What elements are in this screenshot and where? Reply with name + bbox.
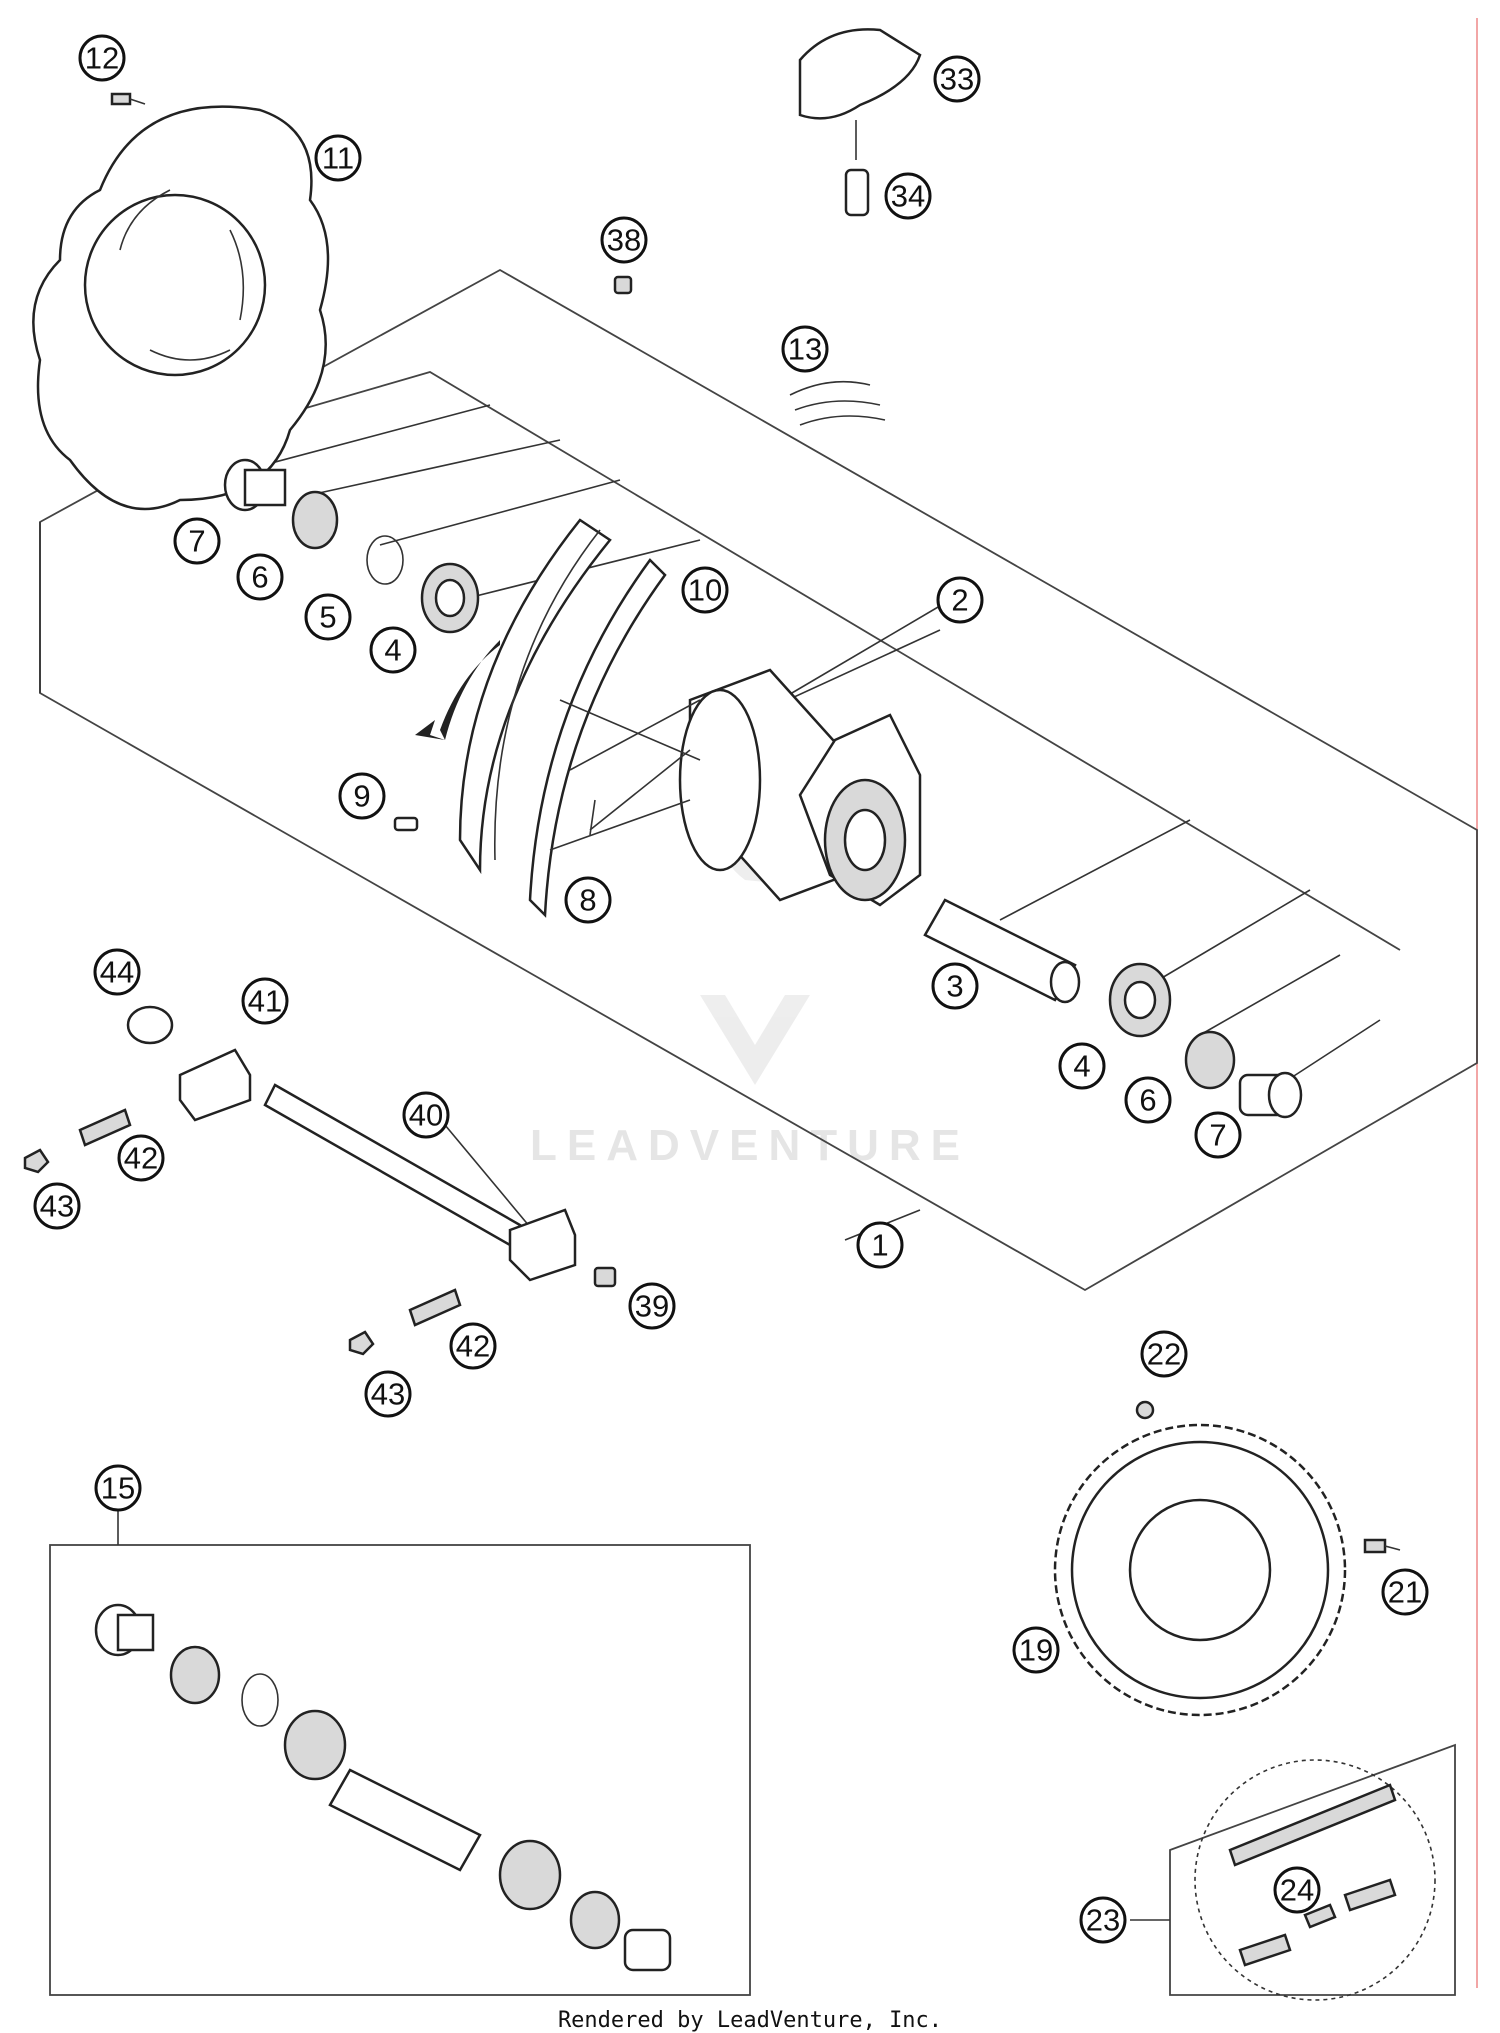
callout-6-right: 6 <box>1124 1076 1172 1124</box>
svg-text:40: 40 <box>409 1098 443 1133</box>
svg-text:13: 13 <box>788 332 822 367</box>
svg-text:6: 6 <box>251 560 268 595</box>
callout-23: 23 <box>1079 1896 1127 1944</box>
callout-34: 34 <box>884 172 932 220</box>
svg-text:42: 42 <box>124 1141 158 1176</box>
sprocket-bolt-drawing <box>1363 1538 1401 1554</box>
left-spacer-drawing <box>223 458 287 512</box>
callout-11: 11 <box>314 134 362 182</box>
hub-drawing <box>549 668 922 907</box>
svg-text:10: 10 <box>688 573 722 608</box>
svg-text:39: 39 <box>635 1289 669 1324</box>
svg-text:33: 33 <box>940 62 974 97</box>
svg-text:41: 41 <box>248 984 282 1019</box>
svg-text:15: 15 <box>101 1471 135 1506</box>
callout-21: 21 <box>1381 1568 1429 1616</box>
adjuster-bolt-drawing <box>78 1108 462 1327</box>
callout-5: 5 <box>304 593 352 641</box>
callout-39: 39 <box>628 1282 676 1330</box>
callout-33: 33 <box>933 55 981 103</box>
svg-text:12: 12 <box>85 41 119 76</box>
callout-3: 3 <box>931 962 979 1010</box>
svg-text:7: 7 <box>1209 1118 1226 1153</box>
svg-text:21: 21 <box>1388 1575 1422 1610</box>
callout-7-right: 7 <box>1194 1111 1242 1159</box>
svg-text:34: 34 <box>891 179 925 214</box>
svg-text:9: 9 <box>353 779 370 814</box>
svg-text:43: 43 <box>371 1377 405 1412</box>
callout-38: 38 <box>600 216 648 264</box>
callout-2: 2 <box>936 576 984 624</box>
left-bearing-drawing <box>420 562 480 634</box>
callout-24: 24 <box>1273 1866 1321 1914</box>
right-seal-drawing <box>1184 1030 1236 1090</box>
chain-box <box>1130 1743 1456 2001</box>
chain-slider-drawing <box>798 28 922 217</box>
chain-adjuster-drawing <box>126 1005 252 1122</box>
callout-1: 1 <box>856 1221 904 1269</box>
svg-text:4: 4 <box>384 633 401 668</box>
circlip-drawing <box>366 535 404 585</box>
svg-text:38: 38 <box>607 223 641 258</box>
svg-text:44: 44 <box>100 955 134 990</box>
svg-text:7: 7 <box>188 524 205 559</box>
disc-bolt-drawing <box>110 92 146 106</box>
callout-13: 13 <box>781 325 829 373</box>
rim-tape-drawing <box>789 380 886 426</box>
axle-drawing <box>263 1083 577 1282</box>
axle-screw-drawing <box>593 1266 617 1288</box>
svg-text:8: 8 <box>579 883 596 918</box>
adjuster-nut-drawing <box>23 1148 375 1356</box>
callout-42-lower: 42 <box>449 1322 497 1370</box>
callout-7-left: 7 <box>173 517 221 565</box>
svg-text:42: 42 <box>456 1329 490 1364</box>
callout-41: 41 <box>241 977 289 1025</box>
right-bearing-drawing <box>1108 962 1172 1038</box>
svg-text:22: 22 <box>1147 1337 1181 1372</box>
footer-credit: Rendered by LeadVenture, Inc. <box>557 2008 943 2033</box>
callout-6-left: 6 <box>236 553 284 601</box>
wheel-assembly-box <box>39 268 1478 1292</box>
brake-disc-drawing <box>32 105 330 511</box>
svg-text:43: 43 <box>40 1189 74 1224</box>
watermark-text: LEADVENTURE <box>530 1121 970 1170</box>
rim-drawing <box>458 518 667 918</box>
callout-15: 15 <box>94 1464 142 1512</box>
callout-42-upper: 42 <box>117 1134 165 1182</box>
svg-text:23: 23 <box>1086 1903 1120 1938</box>
callout-10: 10 <box>681 566 729 614</box>
svg-text:5: 5 <box>319 600 336 635</box>
svg-text:1: 1 <box>871 1228 888 1263</box>
callout-40: 40 <box>402 1091 450 1139</box>
callout-22: 22 <box>1140 1330 1188 1378</box>
svg-text:6: 6 <box>1139 1083 1156 1118</box>
callout-43-lower: 43 <box>364 1370 412 1418</box>
svg-text:4: 4 <box>1073 1049 1090 1084</box>
direction-arrow <box>415 640 500 740</box>
callout-8: 8 <box>564 876 612 924</box>
spoke-nipple-drawing <box>393 816 419 832</box>
sprocket-drawing <box>1053 1400 1347 1717</box>
callout-44: 44 <box>93 948 141 996</box>
svg-text:11: 11 <box>322 141 354 176</box>
callout-4-right: 4 <box>1058 1042 1106 1090</box>
svg-text:3: 3 <box>946 969 963 1004</box>
left-seal-drawing <box>291 490 339 550</box>
svg-text:19: 19 <box>1019 1633 1053 1668</box>
svg-text:24: 24 <box>1280 1873 1314 1908</box>
callout-19: 19 <box>1012 1626 1060 1674</box>
callout-4-left: 4 <box>369 626 417 674</box>
spacer-tube-drawing <box>923 898 1081 1004</box>
callout-9: 9 <box>338 772 386 820</box>
callout-43-upper: 43 <box>33 1182 81 1230</box>
service-kit-box <box>49 1510 751 1996</box>
svg-text:2: 2 <box>951 583 968 618</box>
callout-12: 12 <box>78 34 126 82</box>
right-spacer-drawing <box>1238 1071 1303 1119</box>
valve-cap-drawing <box>613 275 633 295</box>
